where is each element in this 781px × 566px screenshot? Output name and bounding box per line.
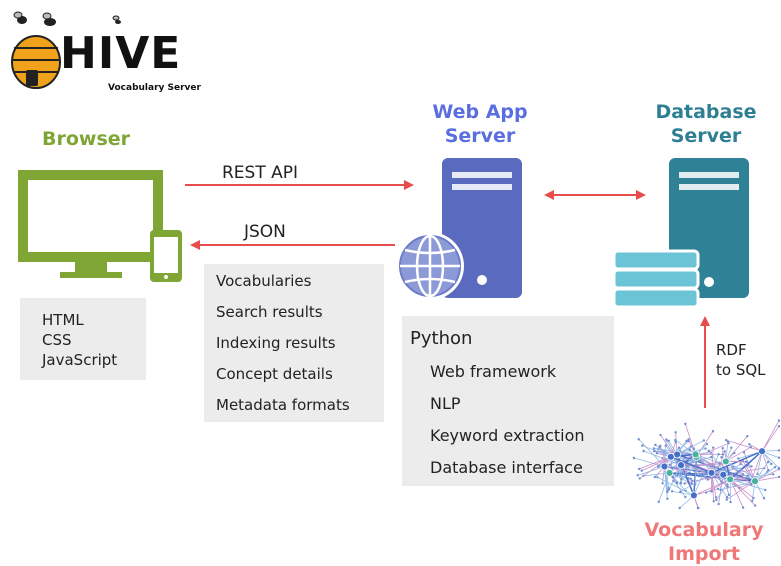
- json-items-box: Vocabularies Search results Indexing res…: [204, 264, 384, 422]
- bee-icon: [14, 12, 121, 26]
- tech-item: JavaScript: [42, 350, 146, 370]
- json-label: JSON: [244, 222, 286, 242]
- list-item: Metadata formats: [216, 390, 384, 421]
- database-stack-icon: [614, 251, 698, 307]
- web-server-heading: Web App Server: [400, 100, 560, 148]
- logo-title: HIVE: [60, 28, 181, 79]
- list-item: Database interface: [410, 452, 614, 484]
- python-box: Python Web framework NLP Keyword extract…: [402, 316, 614, 486]
- globe-icon: [396, 232, 464, 300]
- list-item: Indexing results: [216, 328, 384, 359]
- rdf-label-line1: RDF: [716, 340, 766, 360]
- vocabulary-import-heading: Vocabulary Import: [630, 518, 778, 566]
- rest-api-label: REST API: [222, 163, 298, 183]
- rdf-label-line2: to SQL: [716, 360, 766, 380]
- beehive-icon: [12, 36, 60, 88]
- database-server-heading-line1: Database: [626, 100, 781, 124]
- list-item: Vocabularies: [216, 266, 384, 297]
- monitor-icon: [18, 170, 163, 278]
- tech-item: HTML: [42, 310, 146, 330]
- vocabulary-import-line2: Import: [630, 542, 778, 566]
- phone-icon: [150, 230, 182, 282]
- tech-item: CSS: [42, 330, 146, 350]
- list-item: Web framework: [410, 356, 614, 388]
- database-server-heading-line2: Server: [626, 124, 781, 148]
- list-item: Concept details: [216, 359, 384, 390]
- list-item: NLP: [410, 388, 614, 420]
- browser-tech-box: HTML CSS JavaScript: [20, 298, 146, 380]
- rdf-label: RDF to SQL: [716, 340, 766, 380]
- list-item: Search results: [216, 297, 384, 328]
- list-item: Keyword extraction: [410, 420, 614, 452]
- database-server-heading: Database Server: [626, 100, 781, 148]
- web-server-heading-line2: Server: [400, 124, 560, 148]
- browser-heading: Browser: [42, 128, 130, 150]
- vocabulary-network-icon: [633, 419, 780, 509]
- python-title: Python: [410, 322, 614, 356]
- web-server-heading-line1: Web App: [400, 100, 560, 124]
- vocabulary-import-line1: Vocabulary: [630, 518, 778, 542]
- logo-subtitle: Vocabulary Server: [108, 83, 201, 93]
